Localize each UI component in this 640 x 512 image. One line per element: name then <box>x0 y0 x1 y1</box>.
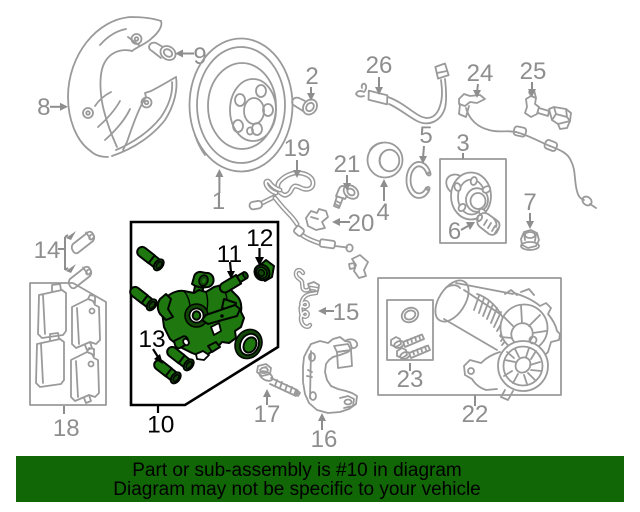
svg-text:3: 3 <box>456 130 469 157</box>
svg-text:10: 10 <box>147 412 174 439</box>
svg-text:18: 18 <box>53 415 80 442</box>
svg-text:16: 16 <box>311 426 338 453</box>
svg-text:Part or sub-assembly is #10 in: Part or sub-assembly is #10 in diagram <box>132 460 461 481</box>
svg-text:13: 13 <box>138 326 165 353</box>
svg-text:7: 7 <box>523 189 536 216</box>
svg-text:6: 6 <box>448 218 461 245</box>
svg-text:25: 25 <box>520 58 547 85</box>
svg-text:21: 21 <box>334 151 361 178</box>
svg-text:24: 24 <box>467 60 494 87</box>
svg-text:2: 2 <box>305 63 318 90</box>
svg-text:5: 5 <box>419 122 432 149</box>
svg-text:15: 15 <box>333 299 360 326</box>
svg-text:26: 26 <box>366 52 393 79</box>
svg-text:20: 20 <box>348 210 375 237</box>
svg-text:4: 4 <box>376 199 389 226</box>
svg-text:Diagram may not be specific to: Diagram may not be specific to your vehi… <box>113 479 481 500</box>
svg-text:12: 12 <box>246 225 273 252</box>
svg-text:17: 17 <box>254 401 281 428</box>
svg-text:9: 9 <box>193 43 206 70</box>
svg-text:19: 19 <box>284 135 311 162</box>
svg-text:8: 8 <box>37 94 50 121</box>
svg-text:1: 1 <box>212 188 225 215</box>
svg-text:14: 14 <box>34 237 61 264</box>
